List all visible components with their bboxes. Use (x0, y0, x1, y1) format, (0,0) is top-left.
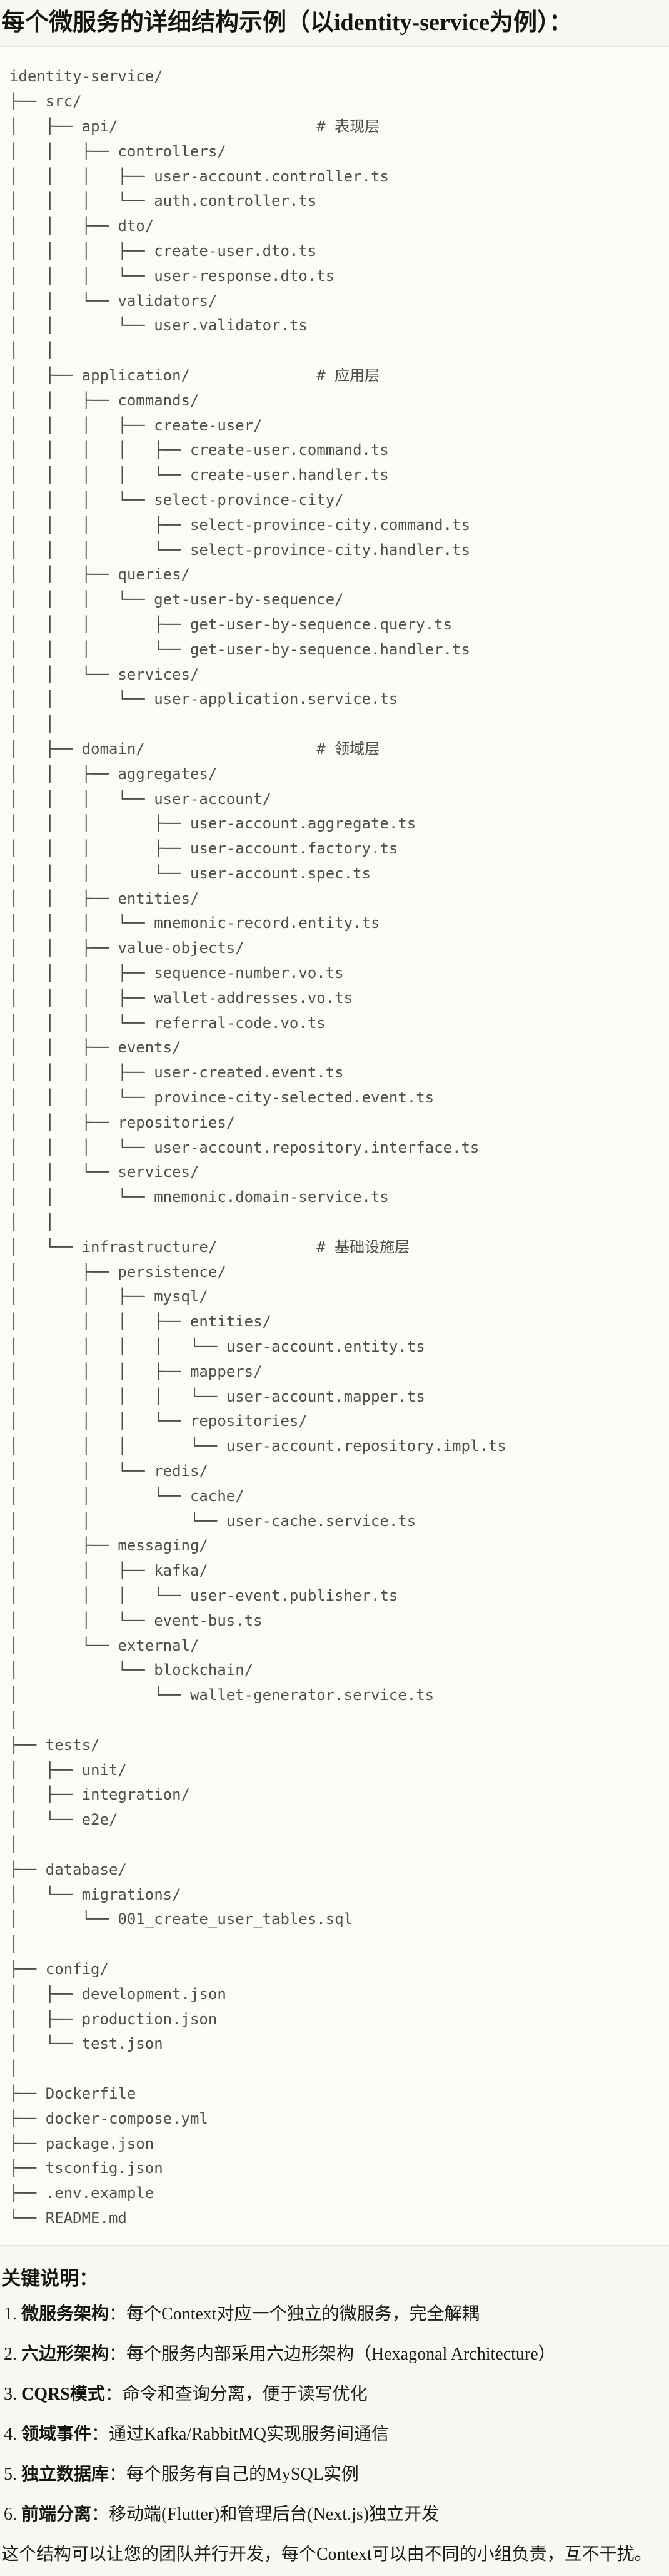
note-text: ：每个服务内部采用六边形架构（Hexagonal Architecture） (109, 2344, 556, 2364)
note-number: 6. (4, 2504, 17, 2524)
note-label: 六边形架构 (21, 2344, 109, 2364)
directory-tree: identity-service/ ├── src/ │ ├── api/ # … (9, 68, 506, 2227)
note-number: 5. (4, 2464, 17, 2484)
note-label: 独立数据库 (21, 2464, 109, 2484)
note-item-5: 5.独立数据库：每个服务有自己的MySQL实例 (4, 2462, 663, 2487)
note-text: ：命令和查询分离，便于读写优化 (104, 2384, 368, 2404)
closing-paragraph: 这个结构可以让您的团队并行开发，每个Context可以由不同的小组负责，互不干扰… (1, 2544, 652, 2564)
notes-heading: 关键说明： (1, 2267, 98, 2289)
note-text: ：每个Context对应一个独立的微服务，完全解耦 (109, 2304, 480, 2324)
notes-section: 关键说明： 1.微服务架构：每个Context对应一个独立的微服务，完全解耦 2… (0, 2266, 669, 2567)
note-item-2: 2.六边形架构：每个服务内部采用六边形架构（Hexagonal Architec… (4, 2342, 663, 2367)
note-label: 微服务架构 (21, 2304, 109, 2324)
note-number: 3. (4, 2384, 17, 2404)
note-number: 2. (4, 2344, 17, 2364)
note-label: 领域事件 (21, 2424, 92, 2444)
note-number: 1. (4, 2304, 17, 2324)
page-title: 每个微服务的详细结构示例（以identity-service为例）： (1, 9, 573, 36)
note-text: ：移动端(Flutter)和管理后台(Next.js)独立开发 (91, 2504, 440, 2524)
note-number: 4. (4, 2424, 17, 2444)
note-item-1: 1.微服务架构：每个Context对应一个独立的微服务，完全解耦 (4, 2302, 663, 2327)
note-item-6: 6.前端分离：移动端(Flutter)和管理后台(Next.js)独立开发 (4, 2502, 663, 2527)
note-text: ：通过Kafka/RabbitMQ实现服务间通信 (91, 2424, 389, 2444)
note-label: CQRS模式 (21, 2384, 105, 2404)
note-text: ：每个服务有自己的MySQL实例 (109, 2464, 359, 2484)
note-item-3: 3.CQRS模式：命令和查询分离，便于读写优化 (4, 2382, 663, 2407)
note-label: 前端分离 (21, 2504, 92, 2524)
code-block: identity-service/ ├── src/ │ ├── api/ # … (0, 46, 669, 2246)
note-item-4: 4.领域事件：通过Kafka/RabbitMQ实现服务间通信 (4, 2422, 663, 2447)
